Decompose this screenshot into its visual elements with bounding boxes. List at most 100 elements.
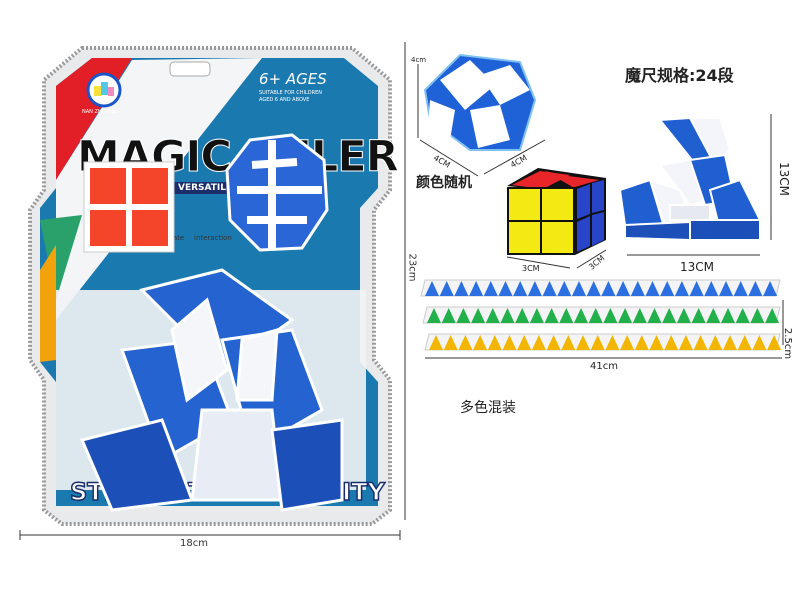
shape-width-label: 13CM xyxy=(680,260,715,274)
strip-segment xyxy=(471,308,486,323)
strip-segment xyxy=(733,281,748,296)
strip-segment xyxy=(561,335,576,350)
strip-segment xyxy=(693,335,708,350)
snake-strip xyxy=(422,306,781,324)
strip-segment xyxy=(763,281,778,296)
strip-segment xyxy=(647,308,662,323)
age-note-1: SUITABLE FOR CHILDREN xyxy=(259,90,322,96)
strip-segment xyxy=(588,308,603,323)
strip-segment xyxy=(487,335,502,350)
strip-segment xyxy=(443,335,458,350)
strip-segment xyxy=(649,335,664,350)
strip-length-label: 41cm xyxy=(590,361,618,372)
snake-shape-in-package xyxy=(79,268,344,512)
strip-segment xyxy=(527,281,542,296)
strip-segment xyxy=(632,308,647,323)
strip-segment xyxy=(517,335,532,350)
strip-segment xyxy=(752,335,767,350)
strip-segment xyxy=(531,335,546,350)
strip-segment xyxy=(473,335,488,350)
strip-segment xyxy=(425,281,439,296)
strip-segment xyxy=(576,335,590,350)
strip-segment xyxy=(469,281,484,296)
strip-segment xyxy=(706,308,721,323)
strip-segment xyxy=(500,308,515,323)
strip-segment xyxy=(750,308,765,323)
strip-segment xyxy=(737,335,752,350)
strip-segment xyxy=(767,335,782,350)
strip-segment xyxy=(458,335,473,350)
strip-segment xyxy=(721,308,735,323)
strip-segment xyxy=(427,308,441,323)
strip-segment xyxy=(572,281,586,296)
strip-segment xyxy=(765,308,780,323)
strip-segment xyxy=(498,281,513,296)
ball-height-label: 4cm xyxy=(411,56,427,64)
strip-segment xyxy=(546,335,561,350)
snake-strip xyxy=(420,279,781,297)
spec-label: 魔尺规格:24段 xyxy=(625,66,734,85)
strip-segment xyxy=(559,308,574,323)
strip-segment xyxy=(691,308,706,323)
red-cube-in-package xyxy=(83,161,175,253)
strip-segment xyxy=(708,335,723,350)
strip-segment xyxy=(429,335,443,350)
package-card: NAN ZHI XING 6+ AGES SUITABLE FOR CHILDR… xyxy=(22,40,412,530)
strip-segment xyxy=(662,308,677,323)
brand-logo-icon xyxy=(86,72,122,108)
strip-segment xyxy=(515,308,530,323)
strip-segment xyxy=(483,281,498,296)
strip-width-label: 2.5cm xyxy=(782,327,794,360)
strip-segment xyxy=(630,281,645,296)
strip-segment xyxy=(557,281,572,296)
strip-segment xyxy=(618,308,633,323)
strip-segment xyxy=(634,335,649,350)
strip-segment xyxy=(678,335,693,350)
strip-segment xyxy=(719,281,733,296)
strip-segment xyxy=(441,308,456,323)
strip-segment xyxy=(456,308,471,323)
strip-segment xyxy=(439,281,454,296)
mixed-colors-label: 多色混装 xyxy=(460,400,516,416)
strip-segment xyxy=(723,335,737,350)
strip-segment xyxy=(485,308,500,323)
interaction-label: interaction xyxy=(194,234,232,242)
strip-segment xyxy=(574,308,588,323)
strip-segment xyxy=(590,335,605,350)
strip-segment xyxy=(542,281,557,296)
snake-strip xyxy=(424,333,782,351)
strip-segment xyxy=(605,335,620,350)
strip-segment xyxy=(502,335,517,350)
strip-segment xyxy=(689,281,704,296)
age-note-2: AGED 6 AND ABOVE xyxy=(259,97,310,103)
strip-segment xyxy=(513,281,528,296)
package-width-label: 18cm xyxy=(180,538,208,549)
strip-segment xyxy=(748,281,763,296)
strip-segment xyxy=(544,308,559,323)
strip-segment xyxy=(664,335,679,350)
strip-segment xyxy=(704,281,719,296)
tagline: VERSATILE xyxy=(172,182,239,194)
cube-width-label: 3CM xyxy=(522,264,540,273)
snake-ball-in-package xyxy=(225,133,329,252)
strip-segment xyxy=(645,281,660,296)
strip-segment xyxy=(676,308,691,323)
strip-segment xyxy=(660,281,675,296)
strip-segment xyxy=(735,308,750,323)
strip-segment xyxy=(454,281,469,296)
strip-segment xyxy=(603,308,618,323)
strip-segment xyxy=(529,308,544,323)
strip-segment xyxy=(616,281,631,296)
strip-segment xyxy=(620,335,635,350)
age-label: 6+ AGES xyxy=(259,70,327,88)
random-color-label: 颜色随机 xyxy=(416,175,472,191)
strip-segment xyxy=(674,281,689,296)
strip-segment xyxy=(601,281,616,296)
brand-name: NAN ZHI XING xyxy=(82,109,118,115)
strip-segment xyxy=(586,281,601,296)
